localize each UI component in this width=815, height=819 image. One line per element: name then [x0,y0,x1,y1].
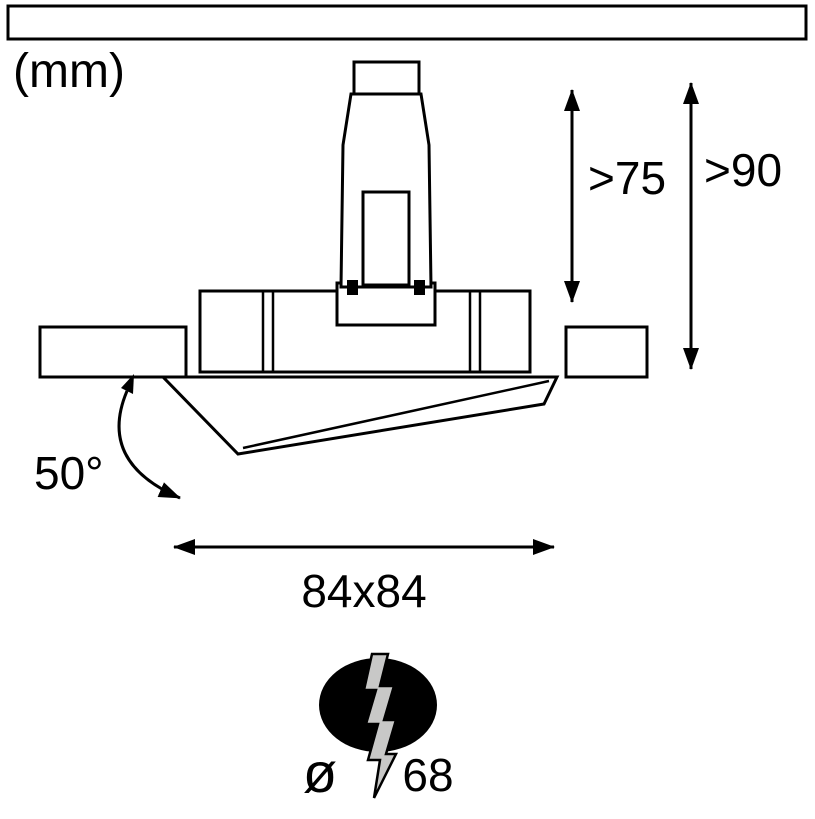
label-install-depth: >90 [704,144,782,196]
dimension-recess-depth: >75 [564,89,666,303]
ceiling-cutout-right [564,325,649,379]
mains-cable-connector [352,60,421,96]
tilt-head-edge [242,379,550,450]
cutout-diameter-value: 68 [402,749,453,801]
tilt-angle-indicator: 50° [34,374,181,500]
label-recess-depth: >75 [588,152,666,204]
cutout-diameter-symbol: ø [303,741,337,804]
lamp-socket [361,190,411,287]
label-tilt-angle: 50° [34,447,104,499]
tilt-angle-arrowhead [121,374,134,394]
unit-label: (mm) [13,45,125,98]
dimension-install-depth: >90 [683,82,782,370]
ceiling-cutout-left [38,325,188,379]
dimension-frame-size: 84x84 [173,539,555,617]
trim-frame [159,375,560,456]
label-frame-size: 84x84 [301,565,426,617]
ceiling-panel [6,4,808,41]
cutout-symbol: ø 68 [303,652,454,804]
clamp-right [414,280,425,295]
clamp-left [347,280,358,295]
tilt-angle-arc [117,390,181,500]
lightning-bolt-icon [362,652,399,799]
